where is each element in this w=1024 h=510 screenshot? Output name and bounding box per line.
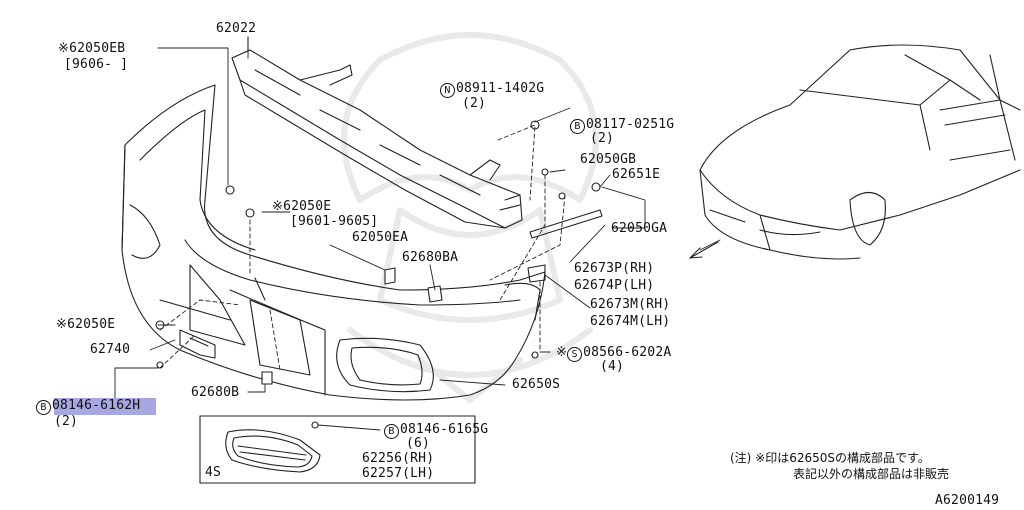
part-number: 08146-6162H (52, 398, 141, 413)
part-label-62680BA[interactable]: 62680BA (402, 250, 459, 265)
part-number: 08566-6202A (583, 345, 672, 360)
fascia-brackets (527, 209, 603, 283)
part-number: 08911-1402G (456, 81, 545, 96)
selected-part-highlight (54, 398, 156, 415)
part-label-62650S[interactable]: 62650S (512, 377, 561, 392)
note-line-2: 表記以外の構成部品は非販売 (793, 467, 950, 481)
part-label-62050EB[interactable]: ※62050EB (58, 41, 126, 56)
part-range-62050E: [9601-9605] (290, 214, 379, 229)
part-label-62740[interactable]: 62740 (90, 342, 131, 357)
part-label-62050E-top[interactable]: ※62050E (272, 199, 332, 214)
bracket-62740 (179, 329, 216, 359)
part-label-62674M[interactable]: 62674M(LH) (590, 314, 671, 329)
part-qty: (4) (600, 359, 625, 374)
bolt-mark-icon: B (36, 400, 51, 415)
part-label-62050GA[interactable]: 62050GA (611, 221, 668, 236)
part-qty: (6) (406, 436, 431, 451)
part-label-62256[interactable]: 62256(RH) (362, 451, 435, 466)
part-number: 08117-0251G (586, 117, 675, 132)
bolt-mark-icon: B (384, 424, 399, 439)
part-label-62673M[interactable]: 62673M(RH) (590, 297, 671, 312)
part-label-62022[interactable]: 62022 (216, 21, 257, 36)
part-number: 08146-6165G (400, 422, 489, 437)
box-label-4S: 4S (205, 465, 222, 480)
dashed-guides (159, 124, 566, 371)
watermark-emblem (341, 32, 599, 403)
part-label-62257[interactable]: 62257(LH) (362, 466, 435, 481)
bumper-fascia-62650S (121, 84, 546, 401)
part-label-62680B[interactable]: 62680B (191, 385, 240, 400)
screw-mark-icon: S (567, 347, 583, 362)
diagram-id: A6200149 (935, 493, 1000, 508)
part-range-62050EB: [9606- ] (64, 57, 129, 72)
nut-mark-icon: N (440, 83, 455, 98)
arrow (689, 241, 719, 259)
part-prefix: ※ (556, 345, 568, 360)
part-label-62673P[interactable]: 62673P(RH) (574, 261, 655, 276)
part-label-62674P[interactable]: 62674P(LH) (574, 278, 655, 293)
part-qty: (2) (54, 414, 79, 429)
part-label-62050GB[interactable]: 62050GB (580, 152, 637, 167)
part-label-62651E[interactable]: 62651E (612, 167, 661, 182)
bolt-mark-icon: B (570, 119, 585, 134)
car-silhouette (699, 44, 1021, 260)
leader-lines (114, 36, 721, 431)
part-label-62050E-left[interactable]: ※62050E (56, 317, 116, 332)
grille-box (199, 415, 476, 484)
part-label-62050EA[interactable]: 62050EA (352, 230, 409, 245)
reinforcement-62022 (231, 36, 523, 229)
note-line-1: (注) ※印は62650Sの構成部品です。 (730, 451, 930, 465)
part-qty: (2) (590, 131, 615, 146)
part-qty: (2) (462, 96, 487, 111)
